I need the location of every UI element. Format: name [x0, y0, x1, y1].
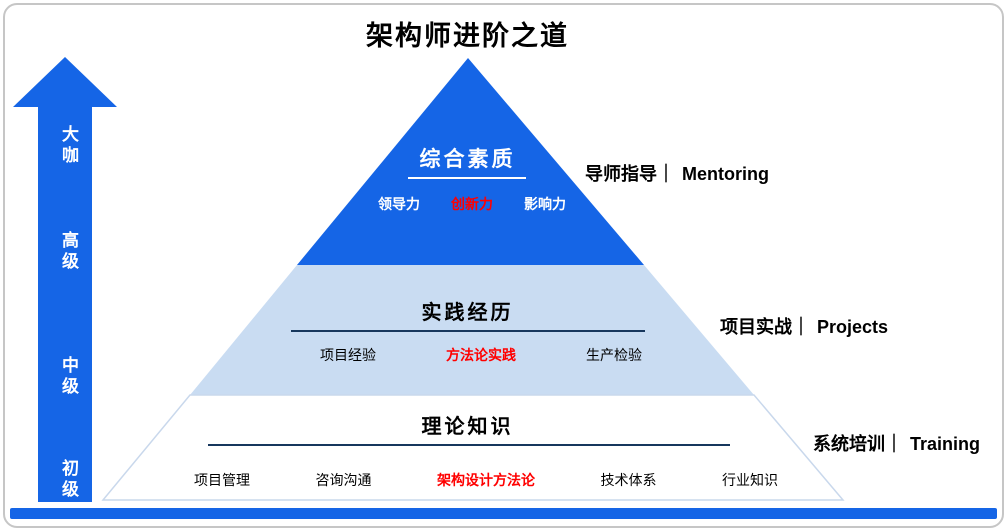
- tier1-underline: [408, 177, 526, 179]
- annotation-training: 系统培训｜ Training: [813, 430, 980, 456]
- diagram-title: 架构师进阶之道: [366, 21, 569, 51]
- tier1-item-leadership: 领导力: [378, 196, 420, 212]
- tier3-underline: [208, 444, 730, 446]
- level-label-expert: 大咖: [59, 125, 78, 167]
- tier2-underline: [291, 330, 645, 332]
- annotation-projects-en: Projects: [817, 317, 889, 337]
- annotation-training-divider: ｜: [885, 434, 903, 454]
- annotation-mentoring-en: Mentoring: [682, 164, 769, 184]
- tier3-item-architecture-methodology: 架构设计方法论: [437, 472, 535, 488]
- tier1-heading: 综合素质: [419, 148, 516, 171]
- tier2-item-methodology-practice: 方法论实践: [446, 347, 516, 363]
- bottom-accent-bar: [10, 508, 997, 519]
- tier3-item-project-management: 项目管理: [194, 472, 250, 488]
- tier1-item-innovation: 创新力: [451, 196, 493, 212]
- tier3-item-technical-system: 技术体系: [600, 472, 657, 488]
- annotation-projects: 项目实战｜ Projects: [720, 313, 888, 339]
- tier2-items-row: 项目经验 方法论实践 生产检验: [320, 345, 642, 365]
- annotation-mentoring-divider: ｜: [657, 164, 675, 184]
- tier3-heading: 理论知识: [421, 416, 514, 438]
- level-label-junior: 初级: [59, 459, 78, 501]
- level-label-senior: 高级: [59, 231, 78, 273]
- annotation-mentoring-zh: 导师指导: [585, 164, 657, 184]
- tier2-item-project-experience: 项目经验: [320, 347, 376, 363]
- tier3-item-consulting-communication: 咨询沟通: [315, 472, 372, 488]
- tier3-items-row: 项目管理 咨询沟通 架构设计方法论 技术体系 行业知识: [194, 470, 778, 490]
- annotation-projects-divider: ｜: [792, 317, 810, 337]
- pyramid-tier-bottom-shape: [101, 394, 845, 501]
- annotation-mentoring: 导师指导｜ Mentoring: [585, 160, 769, 186]
- tier1-items-row: 领导力 创新力 影响力: [378, 194, 566, 214]
- tier1-item-influence: 影响力: [524, 196, 566, 212]
- growth-arrow-icon: [13, 57, 117, 107]
- annotation-training-zh: 系统培训: [813, 434, 885, 454]
- growth-arrow-shaft: [38, 106, 92, 502]
- tier3-item-industry-knowledge: 行业知识: [722, 472, 778, 488]
- level-label-intermediate: 中级: [59, 356, 78, 398]
- tier2-heading: 实践经历: [421, 302, 514, 324]
- tier2-item-production-verification: 生产检验: [586, 347, 642, 363]
- annotation-training-en: Training: [910, 434, 981, 454]
- annotation-projects-zh: 项目实战: [720, 317, 792, 337]
- pyramid-tier-top-shape: [297, 58, 644, 265]
